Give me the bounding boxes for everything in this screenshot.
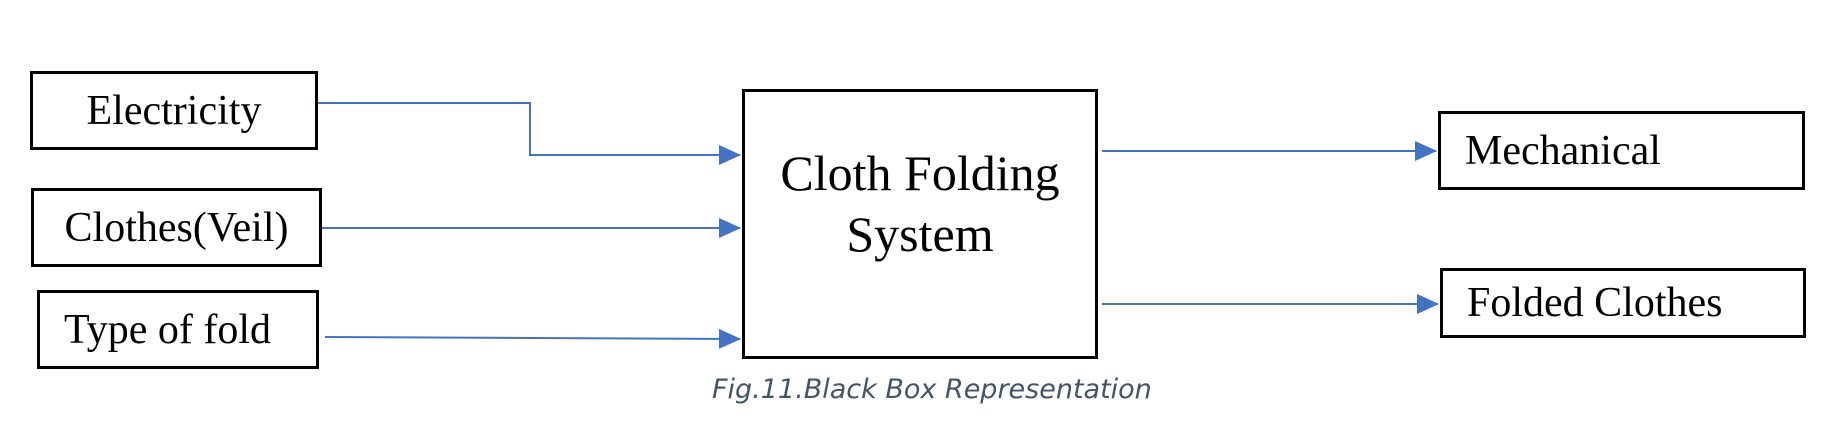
output-folded-clothes-box: Folded Clothes bbox=[1440, 268, 1806, 338]
system-black-box: Cloth Folding System bbox=[742, 89, 1098, 359]
input-fold-type-box: Type of fold bbox=[37, 290, 319, 369]
arrow-electricity-to-system bbox=[318, 102, 741, 165]
input-clothes-label: Clothes(Veil) bbox=[64, 204, 289, 251]
input-electricity-box: Electricity bbox=[30, 71, 318, 150]
output-folded-clothes-label: Folded Clothes bbox=[1467, 280, 1723, 326]
input-fold-type-label: Type of fold bbox=[64, 306, 272, 353]
system-title-line2: System bbox=[846, 206, 994, 262]
output-mechanical-box: Mechanical bbox=[1438, 111, 1805, 190]
input-clothes-box: Clothes(Veil) bbox=[31, 188, 322, 267]
figure-caption: Fig.11.Black Box Representation bbox=[712, 374, 1152, 405]
arrow-fold-to-system bbox=[324, 328, 741, 349]
output-mechanical-label: Mechanical bbox=[1465, 127, 1661, 174]
system-title-line1: Cloth Folding bbox=[780, 145, 1060, 201]
input-electricity-label: Electricity bbox=[86, 87, 262, 134]
